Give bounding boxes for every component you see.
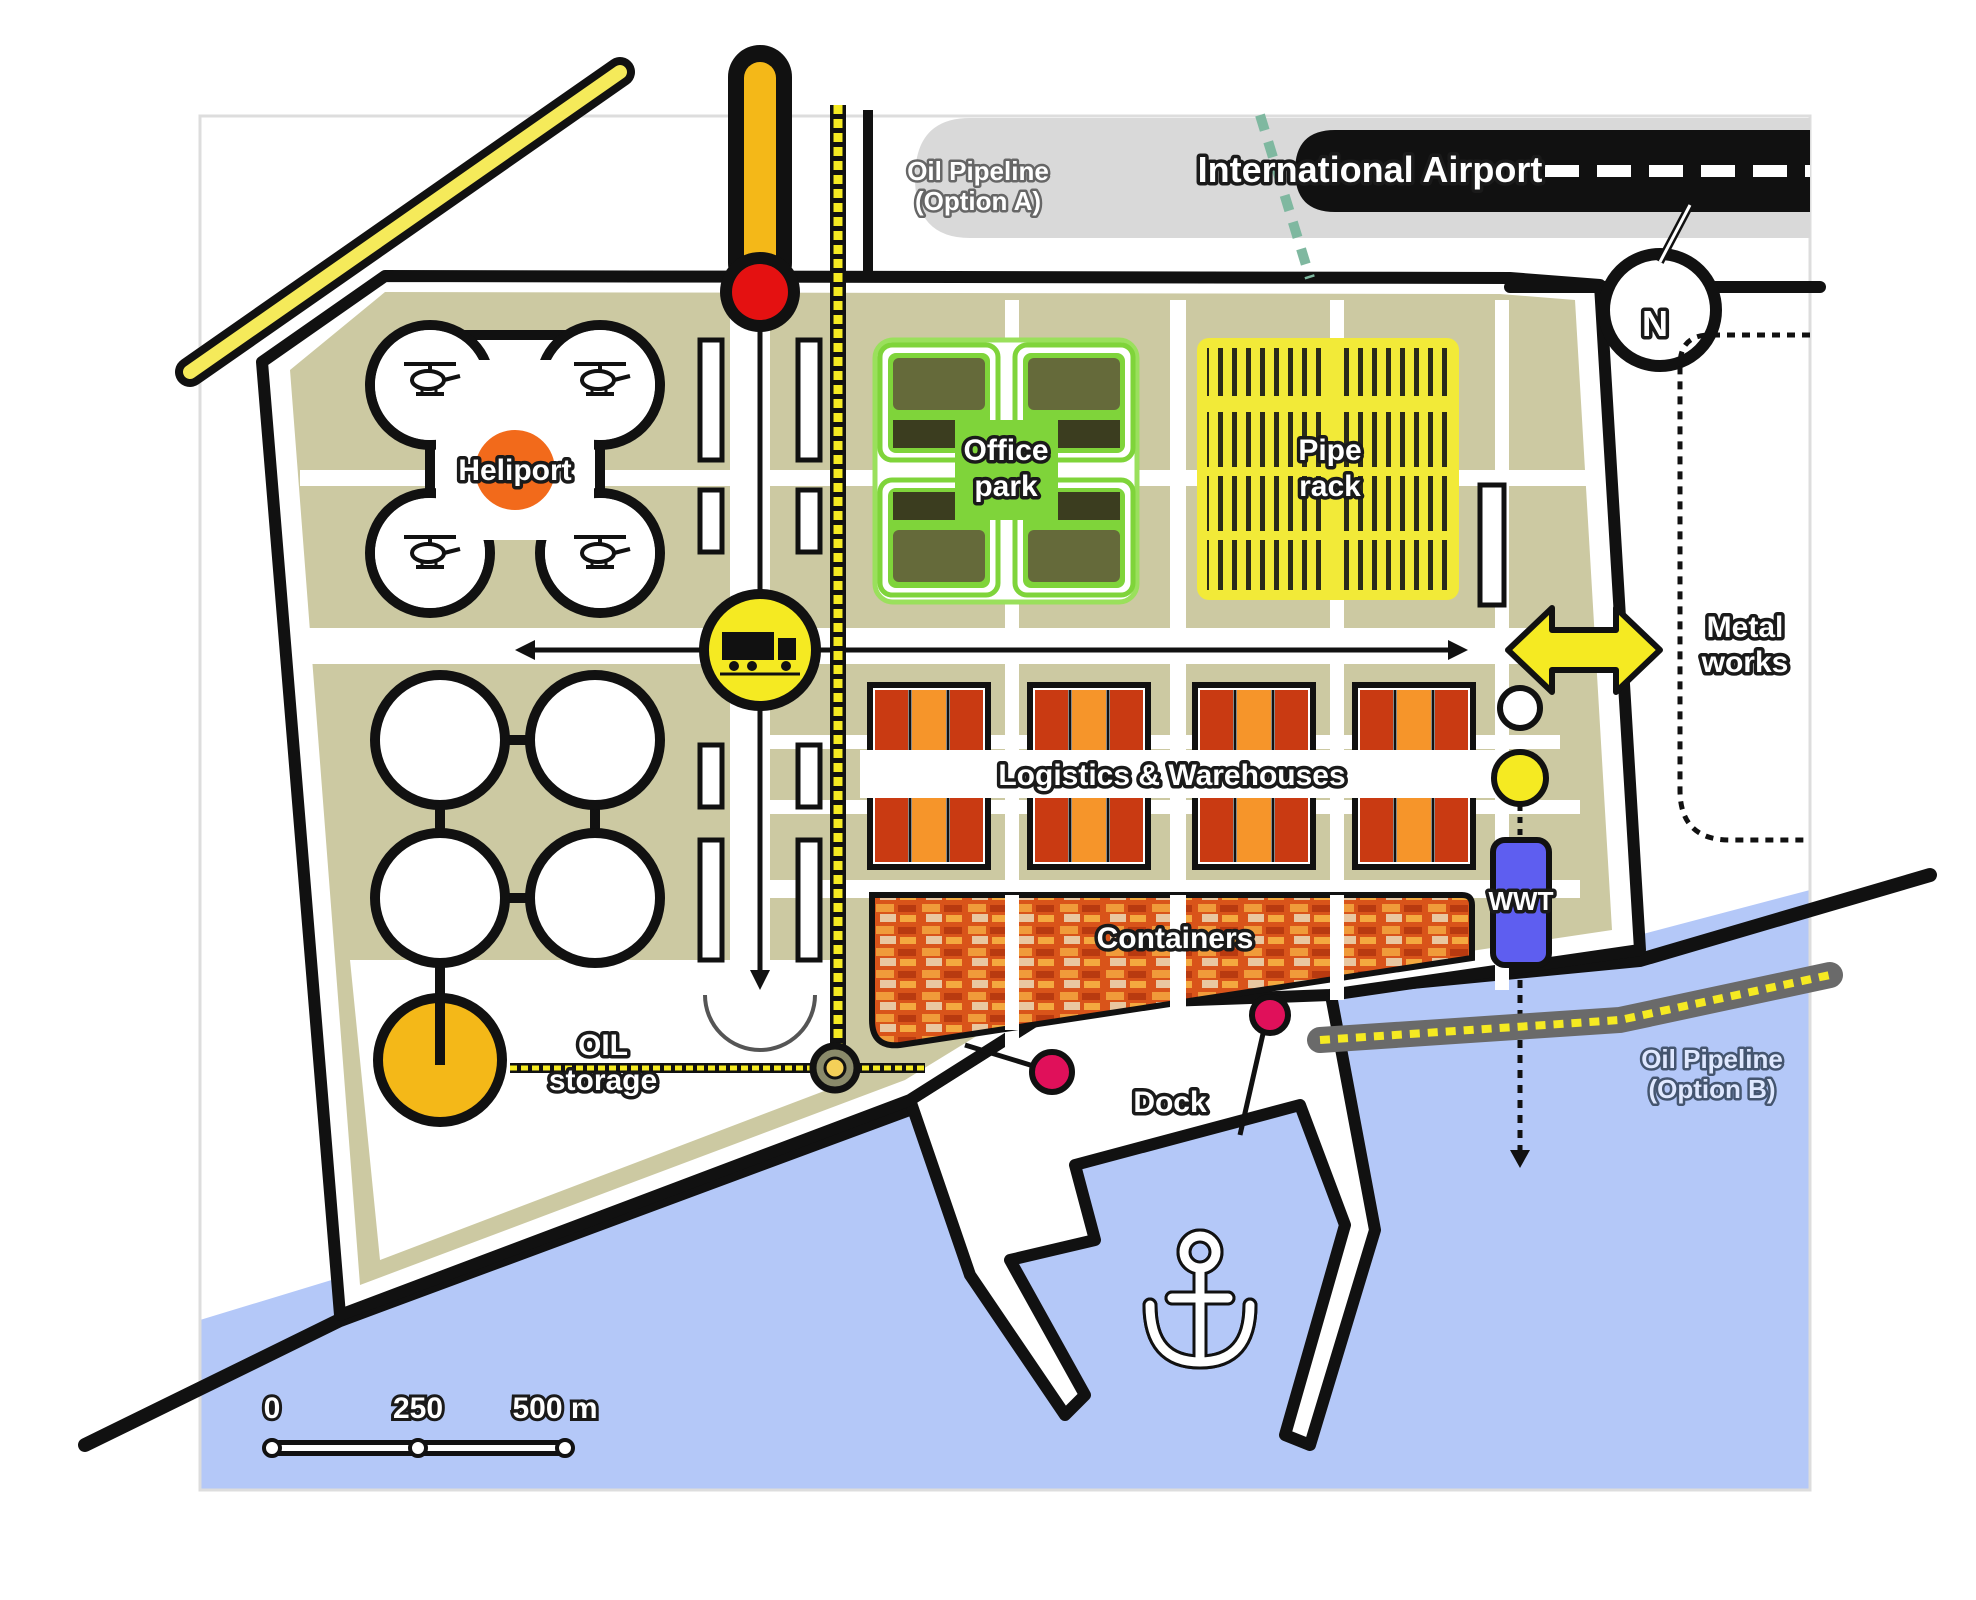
pipe-rack: Pipe rack (1197, 338, 1459, 600)
double-arrow-icon (1505, 605, 1663, 695)
pipeline-a-label-2: (Option A) (915, 186, 1041, 216)
office-park: Office park (872, 337, 1140, 605)
anchor-icon (1142, 1228, 1258, 1370)
pier (904, 984, 1381, 1451)
map-frame (198, 114, 1812, 1492)
metal-works-label-2: works (1701, 646, 1789, 679)
parking-strips (697, 337, 1507, 963)
pipeline-b-label-1: Oil Pipeline (1641, 1044, 1783, 1074)
office-park-label-1: Office (963, 434, 1048, 467)
airport-zone: International Airport Oil Pipeline (Opti… (905, 113, 1810, 280)
pipe-rack-label-2: rack (1299, 470, 1361, 503)
logistics-warehouses: Logistics & Warehouses (860, 685, 1500, 867)
truck-hub (699, 589, 821, 711)
pipeline-b: Oil Pipeline (Option B) (1307, 962, 1843, 1107)
dock-label: Dock (1133, 1086, 1207, 1119)
utilities: WWT (1485, 685, 1557, 1168)
metal-works: Metal works (1677, 332, 1810, 843)
office-park-label-2: park (974, 470, 1038, 503)
pipe-rack-label-1: Pipe (1298, 434, 1361, 467)
pipeline-b-label-2: (Option B) (1648, 1074, 1775, 1104)
pipeline-a-label-1: Oil Pipeline (907, 156, 1049, 186)
logistics-label: Logistics & Warehouses (998, 759, 1345, 792)
dock-markers: Dock (964, 994, 1291, 1136)
wwt-label: WWT (1489, 886, 1554, 916)
oil-storage-label-1: OIL (578, 1029, 628, 1062)
oil-tanks (370, 670, 665, 1127)
truck-icon (720, 632, 800, 676)
oil-storage-label-2: storage (549, 1064, 657, 1097)
heliport: Heliport (365, 320, 665, 618)
scale-tick-0: 0 (264, 1392, 281, 1425)
containers: Containers (869, 892, 1475, 1049)
north-arrow-icon: N (1598, 203, 1722, 372)
containers-label: Containers (1097, 922, 1254, 955)
scale-bar: 0 250 500 m (261, 1389, 601, 1458)
rail-line (510, 105, 925, 1094)
access-road (720, 45, 800, 332)
heliport-label: Heliport (458, 454, 571, 487)
scale-tick-250: 250 (393, 1392, 443, 1425)
scale-tick-500: 500 m (512, 1392, 597, 1425)
north-label: N (1642, 303, 1668, 344)
metal-works-label-1: Metal (1707, 611, 1784, 644)
airport-label: International Airport (1198, 149, 1543, 190)
